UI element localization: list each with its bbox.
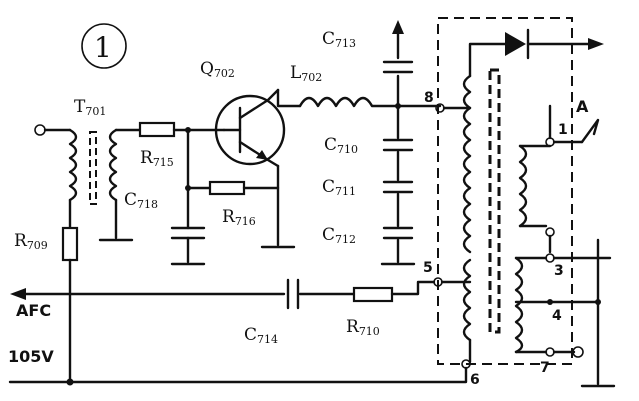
antenna-label: A bbox=[576, 97, 589, 116]
label-l702: L702 bbox=[290, 63, 322, 84]
antenna-coil bbox=[518, 144, 528, 228]
osc-coil-lower bbox=[462, 258, 472, 342]
pin-3: 3 bbox=[554, 263, 564, 279]
label-c712: C712 bbox=[322, 225, 356, 246]
label-c711: C711 bbox=[322, 177, 356, 198]
figure-number: 1 bbox=[94, 31, 112, 64]
osc-coil-upper bbox=[462, 74, 472, 254]
label-r709: R709 bbox=[14, 231, 48, 252]
tuner-module-enclosure bbox=[437, 17, 573, 365]
r709-resistor bbox=[61, 226, 79, 262]
l702-inductor bbox=[298, 96, 442, 108]
label-r716: R716 bbox=[222, 207, 256, 228]
r715-resistor bbox=[138, 121, 176, 138]
label-r710: R710 bbox=[346, 317, 380, 338]
input-terminal bbox=[34, 124, 46, 136]
t701-secondary-coil bbox=[108, 128, 118, 202]
pin-1: 1 bbox=[558, 122, 568, 138]
t701-core bbox=[89, 131, 97, 205]
afc-label: AFC bbox=[16, 301, 51, 320]
label-c710: C710 bbox=[324, 135, 358, 156]
pin-6: 6 bbox=[470, 372, 480, 388]
pin-8: 8 bbox=[424, 90, 434, 106]
diode bbox=[505, 32, 526, 56]
label-r715: R715 bbox=[140, 148, 174, 169]
c711-capacitor bbox=[382, 180, 414, 194]
label-q702: Q702 bbox=[200, 59, 235, 80]
q702-transistor bbox=[214, 94, 286, 166]
pin-5: 5 bbox=[423, 260, 433, 276]
label-c713: C713 bbox=[322, 29, 356, 50]
label-t701: T701 bbox=[74, 97, 106, 118]
r716-resistor bbox=[208, 180, 246, 196]
c718-capacitor bbox=[170, 226, 206, 240]
pin-7: 7 bbox=[540, 360, 550, 376]
v105-label: 105V bbox=[8, 347, 54, 366]
ferrite-core bbox=[488, 68, 501, 334]
antenna-arrow bbox=[580, 118, 600, 144]
t701-primary-coil bbox=[68, 128, 78, 202]
c710-capacitor bbox=[382, 138, 414, 152]
figure-number-circle bbox=[81, 23, 127, 69]
pin-4: 4 bbox=[552, 308, 562, 324]
c712-capacitor bbox=[382, 226, 414, 240]
label-c714: C714 bbox=[244, 325, 278, 346]
secondary-coil bbox=[514, 256, 524, 354]
r710-resistor bbox=[352, 286, 394, 303]
c713-capacitor bbox=[382, 60, 414, 74]
c714-capacitor bbox=[286, 278, 300, 310]
label-c718: C718 bbox=[124, 190, 158, 211]
